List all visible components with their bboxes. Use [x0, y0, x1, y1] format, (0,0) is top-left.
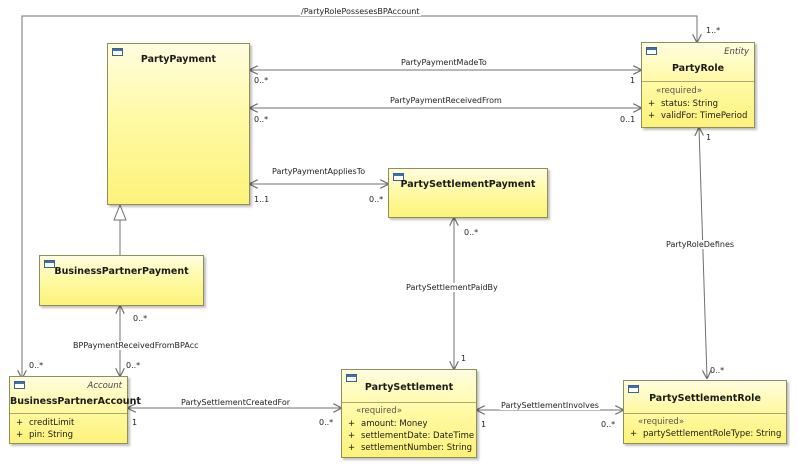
- mult-received-from-a: 0..*: [254, 115, 269, 124]
- attribute-list: +creditLimit +pin: String: [16, 417, 123, 441]
- attribute-item[interactable]: +validFor: TimePeriod: [648, 111, 748, 121]
- required-stereotype: «required»: [356, 406, 403, 416]
- class-icon: [393, 173, 404, 181]
- mult-paid-by-a: 0..*: [464, 228, 479, 237]
- assoc-role-defines-label: PartyRoleDefines: [665, 240, 736, 249]
- mult-applies-to-a: 1..1: [254, 195, 270, 204]
- attribute-item[interactable]: +partySettlementRoleType: String: [630, 429, 782, 439]
- class-party-settlement[interactable]: PartySettlement «required» +amount: Mone…: [341, 369, 477, 458]
- class-business-partner-payment[interactable]: BusinessPartnerPayment: [39, 255, 204, 306]
- class-party-settlement-payment[interactable]: PartySettlementPayment: [388, 168, 548, 218]
- attribute-item[interactable]: +creditLimit: [16, 418, 75, 428]
- assoc-paid-by-label: PartySettlementPaidBy: [405, 283, 499, 292]
- generalization-triangle: [113, 203, 127, 221]
- class-party-role[interactable]: Entity PartyRole «required» +status: Str…: [641, 42, 755, 128]
- mult-created-for-b: 0..*: [319, 418, 334, 427]
- attribute-item[interactable]: +settlementNumber: String: [348, 443, 473, 453]
- class-stereotype: Entity: [724, 47, 749, 57]
- attribute-list: +amount: Money +settlementDate: DateTime…: [348, 418, 475, 454]
- attribute-item[interactable]: +status: String: [648, 99, 719, 109]
- mult-involves-b: 0..*: [601, 420, 616, 429]
- class-icon: [14, 381, 25, 389]
- assoc-bp-received-label: BPPaymentReceivedFromBPAcc: [72, 341, 200, 350]
- class-name: PartyPayment: [140, 54, 217, 65]
- compartment-divider: [624, 413, 786, 414]
- class-name: BusinessPartnerPayment: [54, 266, 189, 277]
- class-icon: [346, 374, 357, 382]
- mult-possesses-a: 0..*: [29, 361, 44, 370]
- attribute-item[interactable]: +amount: Money: [348, 419, 428, 429]
- class-icon: [646, 47, 657, 55]
- compartment-divider: [10, 413, 127, 414]
- mult-involves-a: 1: [481, 420, 487, 429]
- assoc-made-to-label: PartyPaymentMadeTo: [400, 58, 488, 67]
- compartment-divider: [642, 81, 754, 82]
- mult-received-from-b: 0..1: [620, 115, 636, 124]
- required-stereotype: «required»: [638, 417, 685, 427]
- assoc-role-defines-line[interactable]: [699, 128, 707, 378]
- class-name: PartySettlementPayment: [400, 179, 536, 190]
- class-icon: [628, 385, 639, 393]
- compartment-divider: [342, 402, 476, 403]
- attribute-list: +partySettlementRoleType: String: [630, 428, 782, 440]
- mult-created-for-a: 1: [132, 418, 138, 427]
- attribute-list: +status: String +validFor: TimePeriod: [648, 98, 750, 122]
- class-party-payment[interactable]: PartyPayment: [107, 43, 250, 205]
- attribute-item[interactable]: +pin: String: [16, 430, 74, 440]
- mult-made-to-a: 0..*: [254, 76, 269, 85]
- mult-paid-by-b: 1: [461, 354, 467, 363]
- class-party-settlement-role[interactable]: PartySettlementRole «required» +partySet…: [623, 380, 787, 444]
- assoc-created-for-label: PartySettlementCreatedFor: [180, 398, 292, 407]
- class-icon: [112, 48, 123, 56]
- mult-applies-to-b: 0..*: [369, 195, 384, 204]
- mult-bp-received-b: 0..*: [126, 361, 141, 370]
- class-business-partner-account[interactable]: Account BusinessPartnerAccount +creditLi…: [9, 376, 141, 444]
- assoc-possesses-line[interactable]: [22, 15, 697, 378]
- class-icon: [44, 260, 55, 268]
- mult-role-defines-a: 1: [706, 133, 712, 142]
- mult-role-defines-b: 0..*: [710, 366, 725, 375]
- attribute-item[interactable]: +settlementDate: DateTime: [348, 431, 475, 441]
- mult-bp-received-a: 0..*: [133, 314, 148, 323]
- assoc-applies-to-label: PartyPaymentAppliesTo: [271, 167, 367, 176]
- assoc-involves-label: PartySettlementInvolves: [500, 401, 600, 410]
- assoc-possesses-label: /PartyRolePossesesBPAccount: [300, 7, 421, 16]
- class-name: BusinessPartnerAccount: [10, 396, 141, 407]
- required-stereotype: «required»: [656, 86, 703, 96]
- mult-possesses-b: 1..*: [706, 26, 721, 35]
- class-name: PartyRole: [671, 63, 725, 74]
- mult-made-to-b: 1: [630, 76, 636, 85]
- assoc-received-from-label: PartyPaymentReceivedFrom: [389, 96, 503, 105]
- class-stereotype: Account: [87, 381, 122, 391]
- class-name: PartySettlementRole: [649, 393, 761, 404]
- class-name: PartySettlement: [364, 382, 454, 393]
